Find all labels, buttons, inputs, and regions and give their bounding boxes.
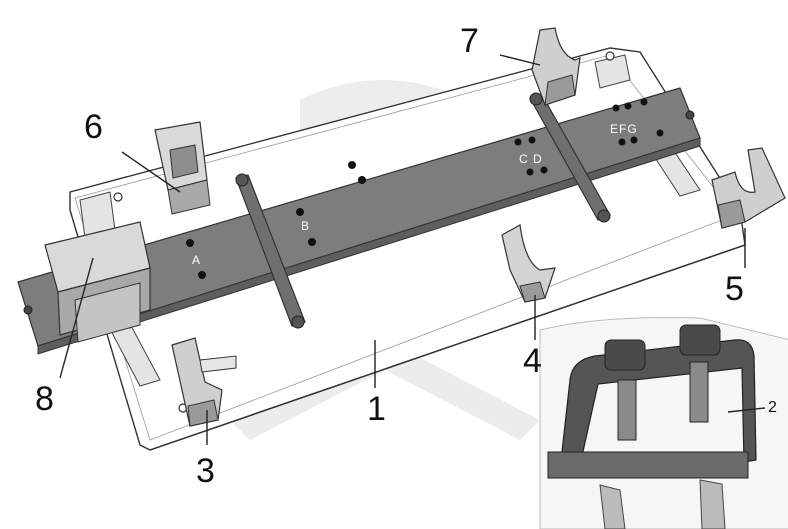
callout-8: 8 [35, 380, 54, 418]
holder-block-3 [171, 337, 237, 427]
clamp-block-8 [44, 221, 151, 343]
hole-b1 [296, 208, 304, 216]
link-arm-right [529, 92, 611, 223]
hole-a2 [198, 271, 206, 279]
main-bar: A B C D EFG [17, 87, 701, 355]
hole-label-b: B [301, 219, 310, 233]
guide-block-6 [154, 121, 211, 215]
hole-label-cd: C D [519, 152, 543, 166]
saddle-block-4 [501, 224, 556, 303]
callout-4: 4 [523, 342, 542, 380]
callout-6: 6 [84, 108, 103, 146]
saddle-block-7 [531, 27, 581, 106]
inset-clamp-tool [539, 317, 788, 529]
callout-5: 5 [725, 270, 744, 308]
hole-label-efg: EFG [610, 122, 638, 136]
hole-b2 [308, 238, 316, 246]
hole-a1 [186, 239, 194, 247]
callout-3: 3 [196, 452, 215, 490]
callout-2: 2 [768, 399, 777, 416]
hole-label-a: A [192, 253, 201, 267]
leader-lines [59, 54, 766, 445]
callout-1: 1 [367, 390, 386, 428]
link-arm-left [235, 173, 306, 329]
callout-7: 7 [460, 22, 479, 60]
saddle-block-5 [711, 147, 786, 229]
